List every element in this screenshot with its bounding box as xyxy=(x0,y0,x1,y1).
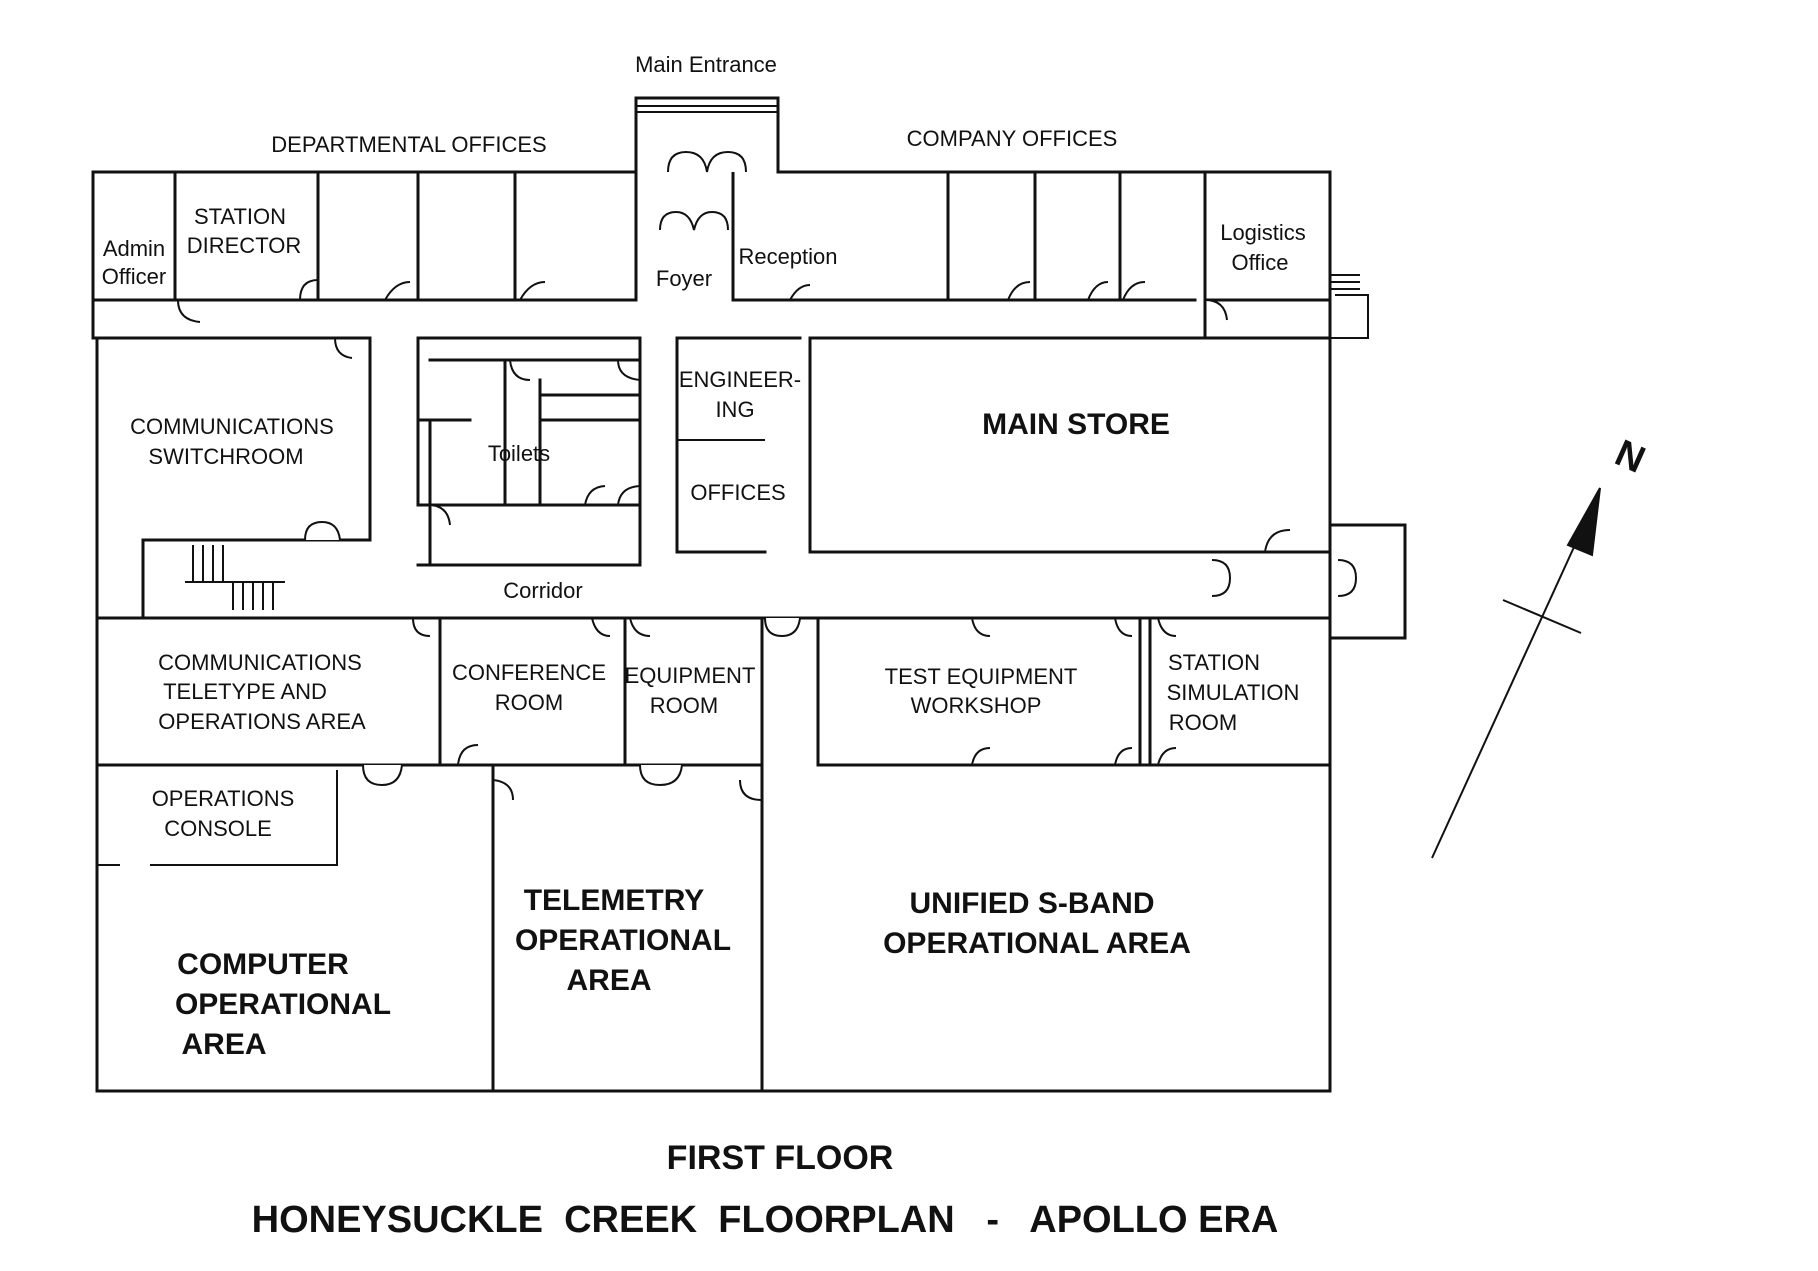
label-comms-switchroom-2: SWITCHROOM xyxy=(148,444,303,469)
doors xyxy=(177,150,1358,801)
label-operations-console-2: CONSOLE xyxy=(164,816,272,841)
label-comms-teletype-1: COMMUNICATIONS xyxy=(158,650,362,675)
label-equipment-room-2: ROOM xyxy=(650,693,718,718)
label-station-director-2: DIRECTOR xyxy=(187,233,302,258)
caption-floor: FIRST FLOOR xyxy=(667,1139,894,1177)
label-logistics-office-2: Office xyxy=(1231,250,1288,275)
north-arrow-icon xyxy=(1431,487,1601,859)
label-computer-area-3: AREA xyxy=(181,1028,266,1061)
label-foyer: Foyer xyxy=(656,266,712,291)
caption-title: HONEYSUCKLE CREEK FLOORPLAN - APOLLO ERA xyxy=(252,1199,1279,1241)
label-main-entrance: Main Entrance xyxy=(635,52,777,77)
label-equipment-room-1: EQUIPMENT xyxy=(625,663,756,688)
label-departmental-offices: DEPARTMENTAL OFFICES xyxy=(271,132,546,157)
label-corridor: Corridor xyxy=(503,578,582,603)
label-logistics-office-1: Logistics xyxy=(1220,220,1306,245)
label-computer-area-1: COMPUTER xyxy=(177,948,349,981)
label-toilets: Toilets xyxy=(488,441,550,466)
label-station-sim-2: SIMULATION xyxy=(1167,680,1300,705)
label-station-director-1: STATION xyxy=(194,204,286,229)
label-station-sim-3: ROOM xyxy=(1169,710,1237,735)
label-company-offices: COMPANY OFFICES xyxy=(907,126,1118,151)
label-engineering-2: ING xyxy=(715,397,754,422)
label-comms-teletype-2: TELETYPE AND xyxy=(163,679,327,704)
north-label: N xyxy=(1609,432,1651,482)
label-engineering-1: ENGINEER- xyxy=(679,367,801,392)
label-usb-area-2: OPERATIONAL AREA xyxy=(883,927,1191,960)
stairs xyxy=(185,274,1369,610)
label-test-equipment-2: WORKSHOP xyxy=(911,693,1042,718)
label-telemetry-area-3: AREA xyxy=(566,964,651,997)
room-labels: Main Entrance DEPARTMENTAL OFFICES COMPA… xyxy=(102,52,1306,1061)
label-conference-room-2: ROOM xyxy=(495,690,563,715)
label-admin-officer-2: Officer xyxy=(102,264,166,289)
label-main-store: MAIN STORE xyxy=(982,408,1170,441)
label-telemetry-area-2: OPERATIONAL xyxy=(515,924,731,957)
label-conference-room-1: CONFERENCE xyxy=(452,660,606,685)
label-operations-console-1: OPERATIONS xyxy=(152,786,295,811)
label-comms-switchroom-1: COMMUNICATIONS xyxy=(130,414,334,439)
label-comms-teletype-3: OPERATIONS AREA xyxy=(158,709,366,734)
label-test-equipment-1: TEST EQUIPMENT xyxy=(885,664,1078,689)
label-admin-officer-1: Admin xyxy=(103,236,165,261)
label-station-sim-1: STATION xyxy=(1168,650,1260,675)
label-usb-area-1: UNIFIED S-BAND xyxy=(910,887,1155,920)
label-telemetry-area-1: TELEMETRY xyxy=(524,884,705,917)
label-reception: Reception xyxy=(738,244,837,269)
label-computer-area-2: OPERATIONAL xyxy=(175,988,391,1021)
label-offices: OFFICES xyxy=(690,480,785,505)
